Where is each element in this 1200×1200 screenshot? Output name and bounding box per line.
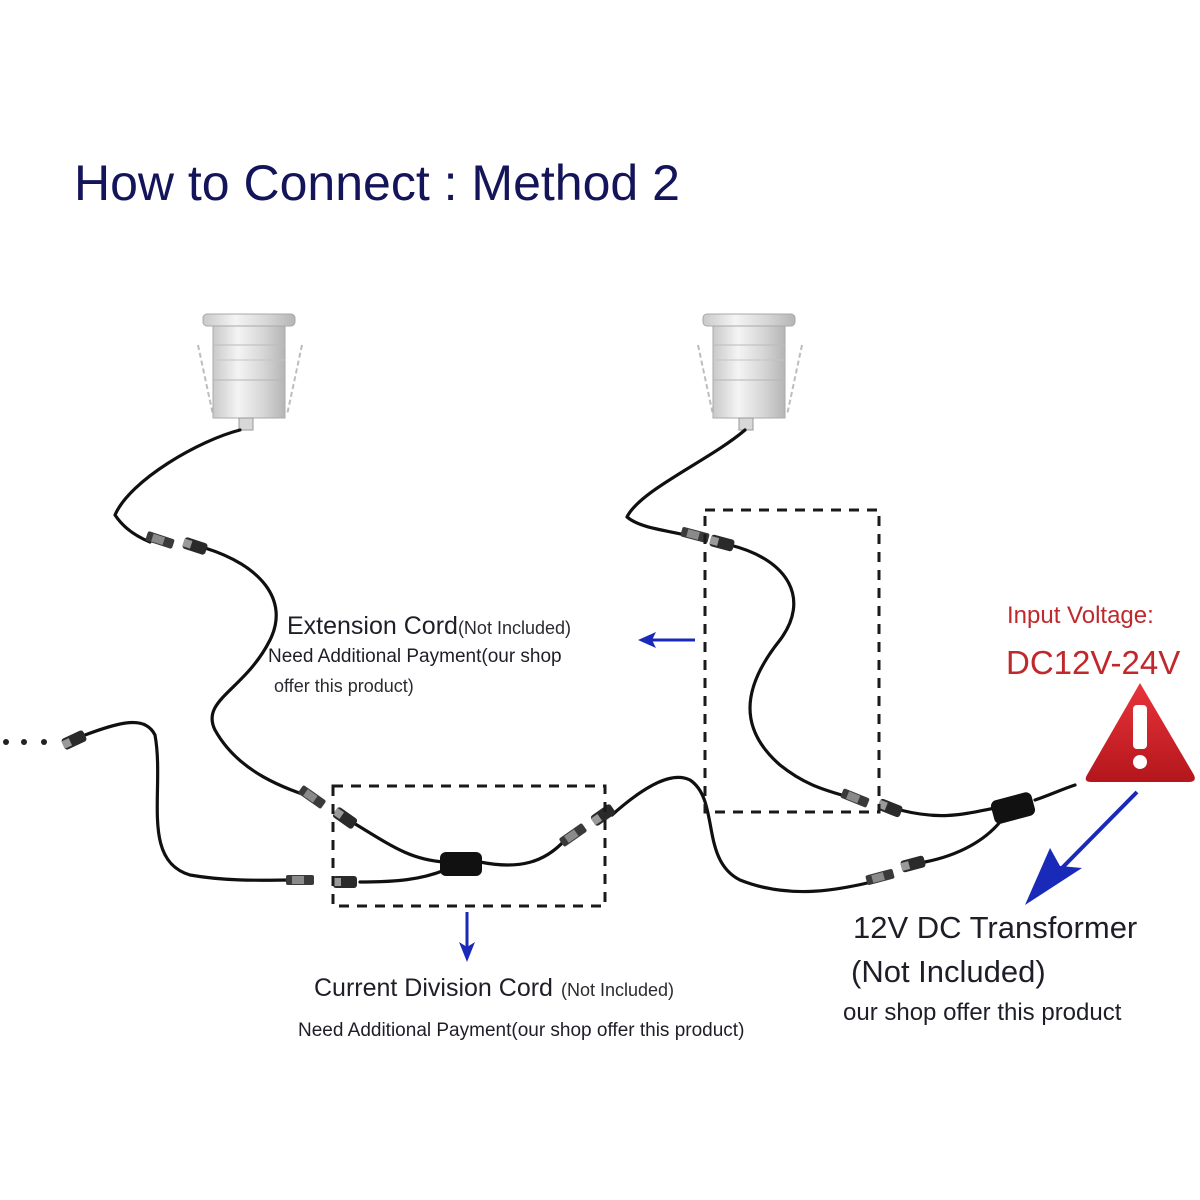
transformer-note: our shop offer this product (843, 999, 1122, 1026)
connector (558, 822, 588, 848)
current-division-splitter (440, 852, 482, 876)
current-division-cord-name: Current Division Cord (314, 974, 553, 1002)
transformer-status: (Not Included) (851, 954, 1046, 989)
continuation-dots (3, 739, 47, 745)
connector (333, 876, 357, 888)
connector (840, 788, 870, 808)
extension-cord-note-line2: offer this product) (274, 676, 414, 696)
transformer-cable (1033, 783, 1077, 802)
input-voltage-value: DC12V-24V (1006, 644, 1180, 681)
current-division-arrow (459, 912, 475, 962)
light1-lead-cable (113, 428, 242, 544)
light1-to-splitter-cable (350, 820, 447, 864)
light2-to-splitter-cable (898, 806, 997, 818)
input-voltage-label: Input Voltage: (1007, 602, 1154, 629)
extension-cord-note-line1: Need Additional Payment(our shop (268, 646, 562, 667)
diagram-title: How to Connect : Method 2 (74, 155, 680, 211)
transformer-splitter (990, 792, 1036, 824)
current-division-cord-note: Need Additional Payment(our shop offer t… (298, 1020, 744, 1041)
extension-cord-arrow (638, 632, 695, 648)
recessed-light-2 (697, 313, 803, 431)
extension-cord-label: Extension Cord(Not Included) (287, 612, 571, 640)
warning-triangle-icon (1085, 683, 1195, 782)
current-division-highlight-box (331, 784, 607, 908)
connectors (60, 526, 927, 888)
connector (60, 729, 88, 751)
connector (297, 784, 327, 810)
lower-to-splitter-cable (923, 820, 1002, 864)
connector (286, 875, 314, 885)
current-division-cord-status: (Not Included) (561, 980, 674, 1000)
connector (181, 536, 209, 556)
connector (708, 534, 736, 552)
left-input-cable (83, 721, 292, 882)
connector (331, 806, 359, 830)
extension-cord-name: Extension Cord (287, 612, 458, 640)
connector (145, 530, 175, 550)
splitter-right-cable (478, 838, 567, 867)
connector (899, 855, 927, 873)
center-cable (610, 775, 882, 894)
extension-cord-status: (Not Included) (458, 618, 571, 638)
transformer-name: 12V DC Transformer (853, 910, 1137, 945)
light1-extension-cable (203, 546, 322, 802)
recessed-light-1 (197, 313, 303, 431)
transformer-arrow (1025, 790, 1139, 905)
cables (83, 428, 1077, 894)
light2-extension-cable (728, 543, 847, 798)
light2-lead-cable (625, 428, 747, 538)
connector (865, 868, 895, 886)
current-division-cord-label: Current Division Cord (Not Included) (314, 974, 674, 1002)
connector (589, 803, 617, 827)
splitter-left-lower-cable (358, 868, 447, 884)
connector (876, 797, 904, 819)
extension-cord-highlight-box (703, 508, 881, 814)
